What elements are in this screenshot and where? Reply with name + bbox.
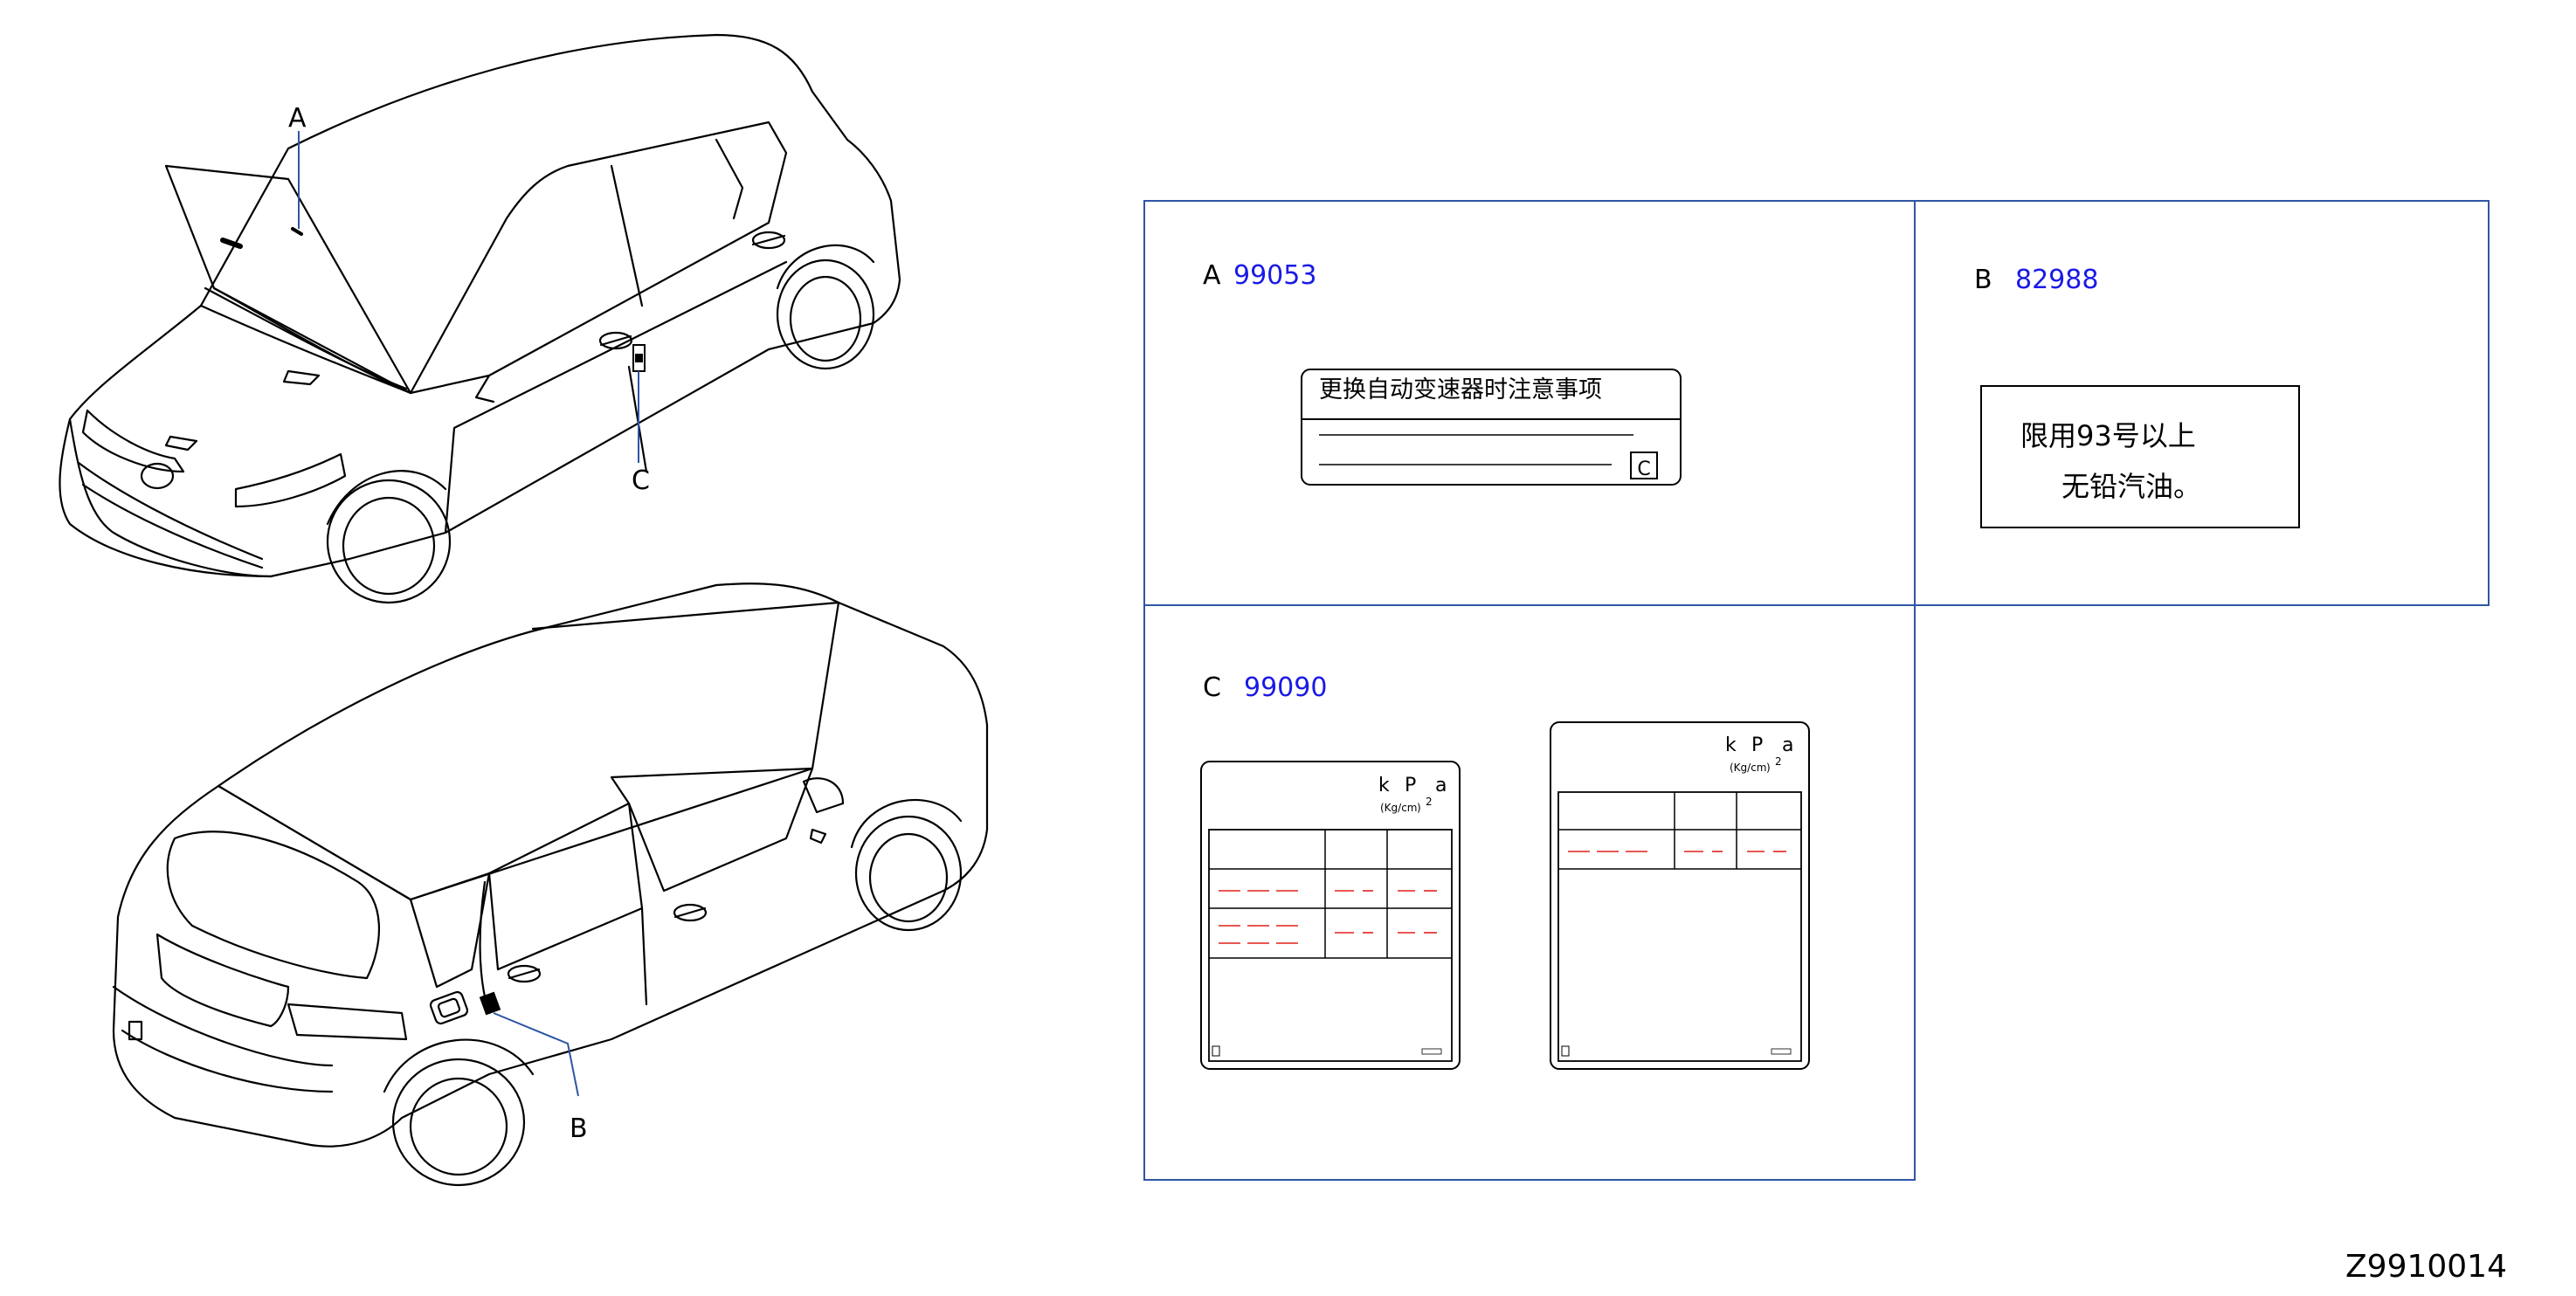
panel-b-letter: B <box>1974 265 1992 295</box>
label-panel-grid <box>1143 200 2490 1181</box>
tire-right-unit-k: k <box>1725 734 1737 756</box>
car-front-illustration <box>59 33 901 604</box>
callout-c: C <box>632 465 650 496</box>
tire-left-unit-close: ) <box>1417 802 1421 814</box>
callout-b: B <box>570 1113 588 1144</box>
tire-right-unit-p: P <box>1751 734 1763 756</box>
tire-left-unit-exp: 2 <box>1426 796 1433 808</box>
tire-right-unit-a: a <box>1782 734 1793 756</box>
tire-right-unit-sub: (Kg/cm <box>1730 762 1767 774</box>
label-82988-line2: 无铅汽油。 <box>2061 470 2201 503</box>
label-99053-box-letter: C <box>1637 458 1650 480</box>
diagram-reference-number: Z9910014 <box>2345 1249 2507 1285</box>
tire-label-left: k P a (Kg/cm 2 ) <box>1200 761 1461 1070</box>
tire-left-unit-sub: (Kg/cm <box>1380 802 1418 814</box>
tire-left-unit-p: P <box>1405 775 1416 796</box>
label-82988-line1: 限用93号以上 <box>2020 419 2196 452</box>
label-99053-title: 更换自动变速器时注意事项 <box>1319 376 1602 403</box>
label-82988 <box>1980 385 2300 528</box>
panel-c-letter: C <box>1203 672 1221 703</box>
tire-left-unit-k: k <box>1378 775 1390 796</box>
car-rear-illustration <box>112 583 989 1187</box>
label-99053-box <box>1630 452 1658 479</box>
panel-a: A 99053 更换自动变速器时注意事项 C <box>1203 260 1682 486</box>
tire-right-unit-close: ) <box>1766 762 1771 774</box>
panel-b: B 82988 限用93号以上 无铅汽油。 <box>1974 265 2300 528</box>
tire-left-unit-a: a <box>1435 775 1447 796</box>
panel-b-code: 82988 <box>2015 265 2098 295</box>
panel-a-letter: A <box>1203 260 1221 291</box>
callout-a: A <box>288 103 307 134</box>
tire-label-right: k P a (Kg/cm 2 ) <box>1550 721 1810 1070</box>
panel-c: C 99090 k P a (Kg/cm 2 ) <box>1200 672 1810 1070</box>
fuel-label-b-marker <box>479 991 501 1016</box>
tire-right-unit-exp: 2 <box>1775 755 1782 768</box>
panel-c-code: 99090 <box>1244 672 1327 703</box>
panel-a-code: 99053 <box>1233 260 1316 291</box>
leader-line-b <box>493 1012 579 1097</box>
label-99053 <box>1301 369 1682 486</box>
